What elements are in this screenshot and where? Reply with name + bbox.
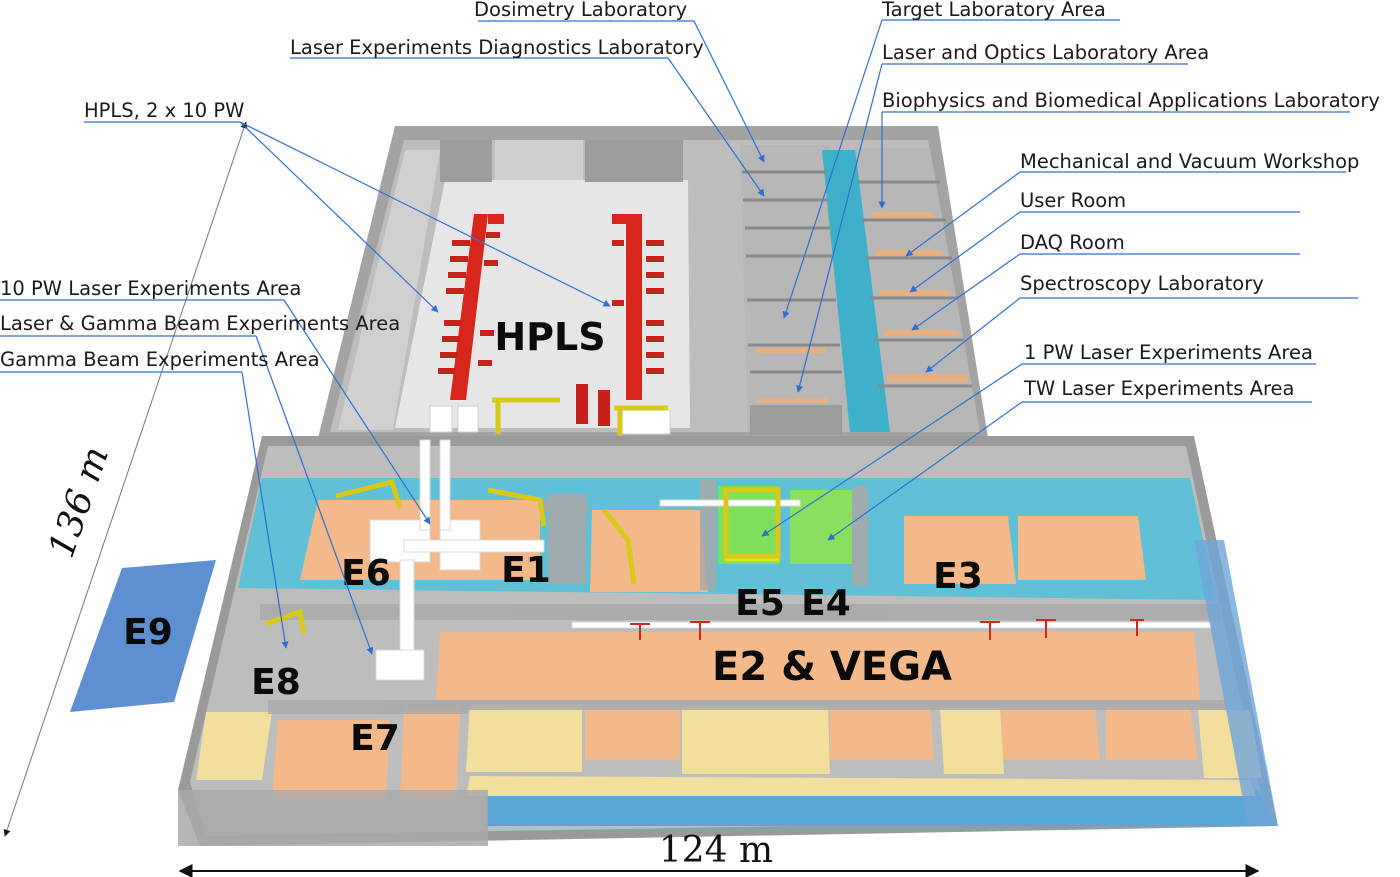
corridor-floors — [196, 704, 1262, 796]
lab-corridor — [822, 150, 890, 432]
label-10pw-area: 10 PW Laser Experiments Area — [0, 277, 301, 300]
label-1pw-area: 1 PW Laser Experiments Area — [1024, 341, 1313, 364]
callout-leader-lines — [0, 19, 1358, 655]
label-user-room: User Room — [1020, 189, 1126, 212]
room-label-e9: E9 — [123, 612, 173, 653]
room-label-e1: E1 — [501, 550, 551, 591]
hpls-laser-chains — [450, 214, 642, 400]
width-dimension-label: 124 m — [659, 830, 773, 871]
room-label-e5: E5 — [735, 583, 785, 624]
room-label-hpls: HPLS — [494, 315, 605, 359]
room-label-e3: E3 — [933, 556, 983, 597]
label-biophysics: Biophysics and Biomedical Applications L… — [882, 89, 1380, 112]
label-laser-optics: Laser and Optics Laboratory Area — [882, 41, 1209, 64]
room-label-e7: E7 — [350, 718, 400, 759]
label-daq-room: DAQ Room — [1020, 231, 1125, 254]
label-tw-area: TW Laser Experiments Area — [1023, 377, 1294, 400]
label-mechanical-workshop: Mechanical and Vacuum Workshop — [1020, 150, 1359, 173]
callout-labels: Dosimetry Laboratory Laser Experiments D… — [0, 0, 1380, 400]
label-spectroscopy: Spectroscopy Laboratory — [1020, 272, 1264, 295]
label-gamma-beam-area: Gamma Beam Experiments Area — [0, 348, 320, 371]
label-target-lab: Target Laboratory Area — [881, 0, 1106, 21]
room-label-e6: E6 — [341, 553, 391, 594]
label-laser-gamma-area: Laser & Gamma Beam Experiments Area — [0, 312, 400, 335]
room-label-e4: E4 — [801, 583, 851, 624]
experimental-building — [70, 436, 1278, 846]
label-hpls: HPLS, 2 x 10 PW — [84, 99, 244, 122]
length-dimension-line — [3, 121, 248, 837]
hpls-hall-floor — [395, 180, 690, 428]
label-laser-diagnostics: Laser Experiments Diagnostics Laboratory — [290, 36, 704, 59]
hpls-building — [318, 126, 988, 438]
label-dosimetry: Dosimetry Laboratory — [474, 0, 687, 21]
cranes — [265, 478, 781, 635]
length-dimension-label: 136 m — [41, 442, 117, 563]
room-label-e8: E8 — [251, 662, 301, 703]
lab-wing-left — [740, 145, 850, 432]
room-label-e2-vega: E2 & VEGA — [712, 644, 952, 690]
